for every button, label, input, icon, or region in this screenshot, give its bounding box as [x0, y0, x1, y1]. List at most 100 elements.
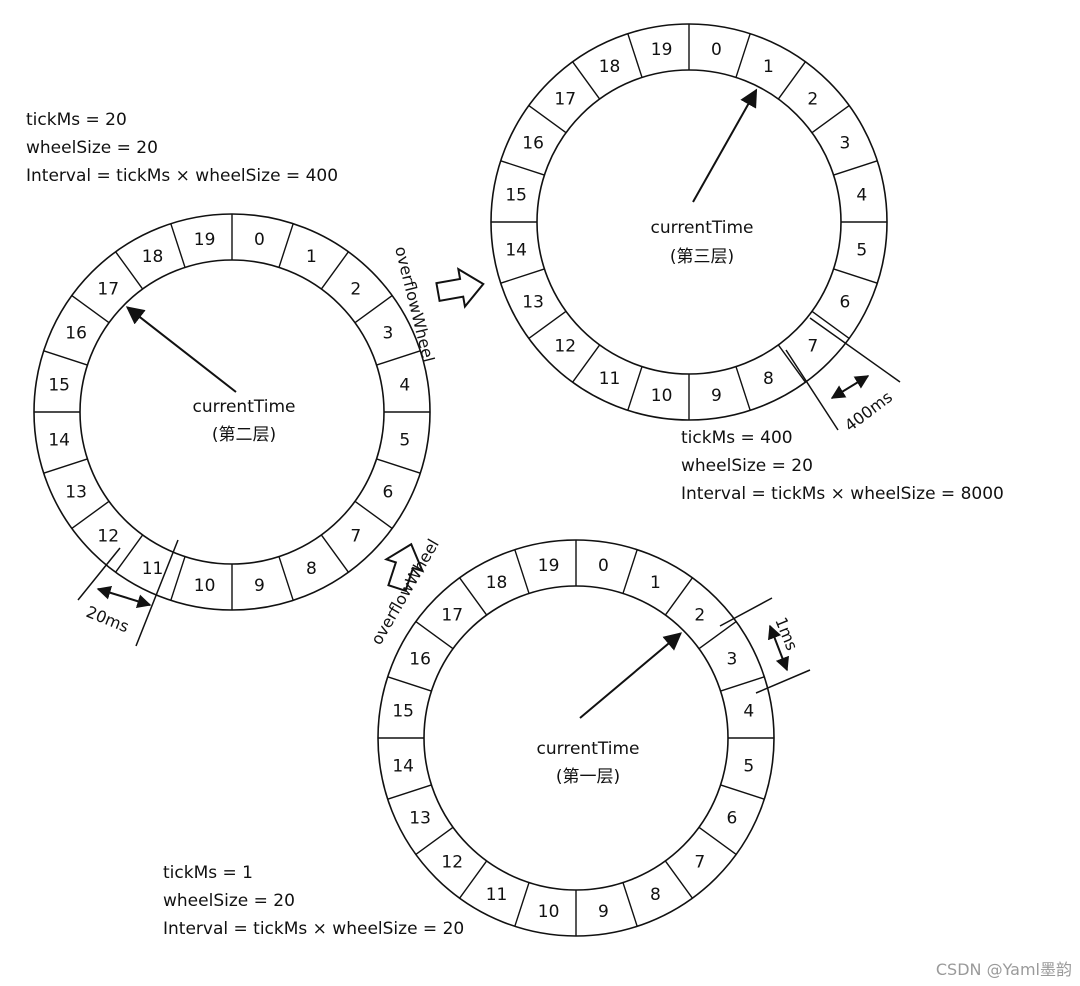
wheel-third-pointer	[692, 88, 758, 203]
slot-divider	[627, 366, 643, 411]
slot-label: 0	[711, 40, 722, 60]
slot-label: 9	[598, 902, 609, 922]
slot-divider	[387, 784, 432, 800]
slot-label: 13	[409, 808, 431, 828]
slot-label: 6	[840, 292, 851, 312]
slot-divider	[387, 676, 432, 692]
slot-label: 18	[142, 247, 164, 267]
slot-label: 1	[763, 57, 774, 77]
slot-divider	[170, 223, 186, 268]
slot-label: 17	[554, 89, 576, 109]
wheel-inner-ring	[423, 585, 729, 891]
slot-label: 9	[711, 386, 722, 406]
slot-divider	[170, 556, 186, 601]
slot-label: 16	[409, 650, 431, 670]
slot-divider	[811, 310, 850, 339]
slot-label: 19	[538, 556, 560, 576]
slot-label: 12	[441, 853, 463, 873]
slot-label: 5	[743, 756, 754, 776]
slot-divider	[415, 826, 454, 855]
slot-divider	[627, 33, 643, 78]
wheel-second-params: tickMs = 20 wheelSize = 20 Interval = ti…	[26, 106, 338, 190]
slot-label: 0	[254, 230, 265, 250]
overflow-arrow-first-to-second	[383, 542, 425, 593]
slot-label: 7	[694, 853, 705, 873]
slot-divider	[698, 826, 737, 855]
slot-divider	[320, 534, 349, 573]
slot-label: 1	[650, 573, 661, 593]
slot-label: 7	[350, 527, 361, 547]
slot-divider	[43, 458, 88, 474]
slot-divider	[833, 268, 878, 284]
slot-label: 10	[651, 386, 673, 406]
overflow-arrow-second-to-third	[435, 267, 485, 309]
wheel-second-pointer	[125, 306, 237, 393]
slot-label: 4	[399, 376, 410, 396]
slot-divider	[528, 105, 567, 134]
slot-divider	[278, 223, 294, 268]
slot-label: 13	[65, 482, 87, 502]
wheel-first-pointer	[579, 632, 683, 719]
slot-divider	[514, 549, 530, 594]
slot-label: 4	[743, 702, 754, 722]
slot-label: 3	[383, 324, 394, 344]
slot-label: 5	[399, 430, 410, 450]
slot-divider	[811, 105, 850, 134]
slot-divider	[720, 676, 765, 692]
wheel-first-tick-ms: tickMs = 1	[163, 863, 253, 883]
slot-divider	[500, 268, 545, 284]
slot-divider	[376, 350, 421, 366]
slot-label: 11	[142, 559, 164, 579]
slot-divider	[720, 784, 765, 800]
slot-label: 10	[538, 902, 560, 922]
watermark: CSDN @Yaml墨韵	[935, 960, 1072, 979]
slot-divider	[622, 549, 638, 594]
slot-label: 18	[486, 573, 508, 593]
slot-label: 6	[383, 482, 394, 502]
slot-divider	[528, 310, 567, 339]
wheel-third-layer-label: (第三层)	[670, 247, 734, 267]
slot-label: 14	[48, 430, 70, 450]
slot-label: 13	[522, 292, 544, 312]
slot-divider	[115, 251, 144, 290]
slot-label: 8	[306, 559, 317, 579]
slot-label: 11	[599, 369, 621, 389]
slot-divider	[735, 33, 751, 78]
wheel-third-wheel-size: wheelSize = 20	[681, 456, 813, 476]
slot-label: 12	[554, 337, 576, 357]
slot-divider	[459, 860, 488, 899]
wheel-first-current-time-label: currentTime	[537, 739, 640, 759]
slot-label: 14	[392, 756, 414, 776]
interval-label-20ms: 20ms	[84, 602, 132, 636]
interval-label-1ms: 1ms	[771, 614, 801, 653]
wheel-second-tick-ms: tickMs = 20	[26, 110, 127, 130]
slot-label: 16	[522, 134, 544, 154]
slot-divider	[777, 344, 806, 383]
wheel-first-layer-label: (第一层)	[556, 767, 620, 787]
wheel-third-current-time-label: currentTime	[651, 218, 754, 238]
slot-label: 5	[856, 240, 867, 260]
slot-divider	[71, 500, 110, 529]
wheel-first-params: tickMs = 1 wheelSize = 20 Interval = tic…	[163, 859, 464, 943]
slot-divider	[500, 160, 545, 176]
wheel-second-layer-label: (第二层)	[212, 425, 276, 445]
slot-divider	[735, 366, 751, 411]
slot-divider	[320, 251, 349, 290]
slot-divider	[572, 344, 601, 383]
slot-label: 3	[840, 134, 851, 154]
slot-label: 12	[97, 527, 119, 547]
wheel-second-interval: Interval = tickMs × wheelSize = 400	[26, 166, 339, 186]
slot-divider	[376, 458, 421, 474]
slot-divider	[71, 295, 110, 324]
slot-divider	[278, 556, 294, 601]
slot-label: 17	[97, 279, 119, 299]
slot-divider	[514, 882, 530, 927]
slot-divider	[354, 500, 393, 529]
slot-label: 9	[254, 576, 265, 596]
wheel-third-interval: Interval = tickMs × wheelSize = 8000	[681, 484, 1004, 504]
slot-divider	[354, 295, 393, 324]
